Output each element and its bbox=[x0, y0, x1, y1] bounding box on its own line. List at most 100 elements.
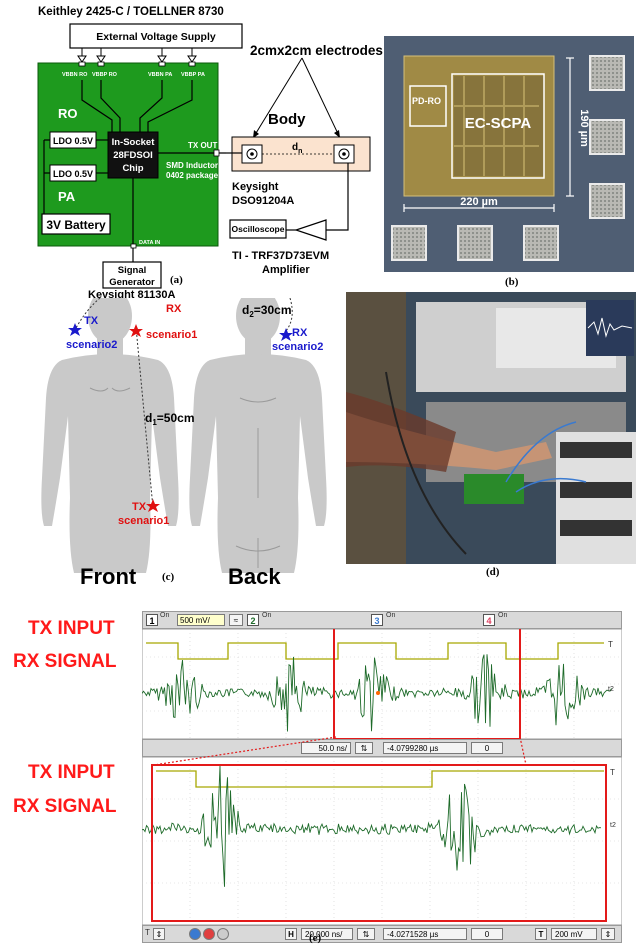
tx-input-trace-bottom bbox=[156, 770, 604, 788]
channel-2-button[interactable]: 2 bbox=[247, 614, 259, 626]
panel-b-caption: (b) bbox=[505, 276, 519, 288]
trigger-t-button[interactable]: T bbox=[535, 928, 547, 940]
record-red-icon[interactable] bbox=[203, 928, 215, 940]
pin-vbbn-ro: VBBN RO bbox=[62, 72, 88, 78]
bottom-delay-field[interactable]: -4.0271528 µs bbox=[383, 928, 467, 940]
oscilloscope-box bbox=[229, 219, 287, 239]
inductor-line-2: 0402 package bbox=[166, 171, 219, 180]
ec-scpa-highlight bbox=[451, 73, 545, 179]
data-in-label: DATA IN bbox=[139, 240, 160, 246]
bottom-timebase-stepper[interactable]: ⇅ bbox=[357, 928, 375, 940]
electrodes-label: 2cmx2cm electrodes bbox=[250, 43, 383, 58]
pd-ro-label: PD-RO bbox=[412, 96, 441, 106]
panel-d-caption: (d) bbox=[486, 566, 500, 578]
zoom-region-box bbox=[333, 629, 521, 739]
inductor-line-1: SMD Inductor bbox=[166, 161, 218, 170]
bottom-timebase-field[interactable]: 20.000 ns/ bbox=[301, 928, 353, 940]
scope-model-line-1: Keysight bbox=[232, 181, 279, 193]
rx-front-label: RX bbox=[166, 303, 182, 315]
tx-input-label-bottom: TX INPUT bbox=[28, 762, 115, 783]
tx-wrist-label: TX bbox=[132, 501, 147, 513]
d1-label: d1=50cm bbox=[145, 411, 195, 427]
run-stop-icon[interactable]: ⇕ bbox=[153, 928, 165, 940]
battery-label: 3V Battery bbox=[46, 218, 106, 232]
trigger-level-field[interactable]: 200 mV bbox=[551, 928, 597, 940]
scope-bottom-toolbar: T ⇕ H 20.000 ns/ ⇅ -4.0271528 µs 0 T 200… bbox=[142, 925, 622, 943]
amplifier-triangle bbox=[294, 219, 327, 241]
record-icon[interactable] bbox=[189, 928, 201, 940]
bond-pad bbox=[523, 225, 559, 261]
tx-out-label: TX OUT bbox=[188, 141, 217, 150]
rx-star-back bbox=[279, 328, 293, 341]
channel-1-button[interactable]: 1 bbox=[146, 614, 158, 626]
scope-screen bbox=[586, 300, 634, 356]
bond-pad bbox=[589, 55, 625, 91]
pcb-photo bbox=[464, 474, 524, 504]
channel-3-button[interactable]: 3 bbox=[371, 614, 383, 626]
timebase-field[interactable]: 50.0 ns/ bbox=[301, 742, 351, 754]
position-control[interactable]: 0 bbox=[471, 742, 503, 754]
signal-gen-line-2: Generator bbox=[109, 277, 155, 288]
signal-gen-line-1: Signal bbox=[118, 265, 147, 276]
supply-model-label: Keithley 2425-C / TOELLNER 8730 bbox=[38, 6, 224, 18]
body-label: Body bbox=[268, 111, 306, 128]
channel-4-button[interactable]: 4 bbox=[483, 614, 495, 626]
rx-back-label: RX bbox=[292, 327, 308, 339]
pin-vbbp-ro: VBBP RO bbox=[92, 72, 118, 78]
amp-line-1: TI - TRF37D73EVM bbox=[232, 250, 329, 262]
scope-timebase-toolbar: 50.0 ns/ ⇅ -4.0799280 µs 0 bbox=[142, 739, 622, 757]
external-supply-box bbox=[69, 23, 243, 49]
timebase-stepper[interactable]: ⇅ bbox=[355, 742, 373, 754]
bond-pad bbox=[391, 225, 427, 261]
tx-star-front bbox=[68, 323, 82, 336]
bond-pad bbox=[589, 183, 625, 219]
channel-1-scale[interactable]: 500 mV/ bbox=[177, 614, 225, 626]
battery-box bbox=[41, 213, 111, 235]
trigger-stepper[interactable]: ⇕ bbox=[601, 928, 615, 940]
scope-bottom-waveform: T t2 bbox=[142, 757, 622, 925]
bond-pad bbox=[589, 119, 625, 155]
bottom-position-zero: 0 bbox=[484, 930, 490, 939]
dim-height-label: 190 µm bbox=[578, 109, 590, 147]
rx-star-front bbox=[129, 324, 143, 337]
channel-1-on-label: On bbox=[160, 612, 170, 619]
scope-model-line-2: DSO91204A bbox=[232, 195, 294, 207]
record-gray-icon[interactable] bbox=[217, 928, 229, 940]
external-supply-label: External Voltage Supply bbox=[96, 31, 216, 43]
scope-channel-toolbar: 1 On 500 mV/ ≈ 2 On 3 On 4 On bbox=[142, 611, 622, 629]
channel-2-on-label: On bbox=[262, 612, 272, 619]
bond-pad bbox=[457, 225, 493, 261]
panel-c-caption: (c) bbox=[162, 571, 175, 583]
channel-3-on-label: On bbox=[386, 612, 396, 619]
pa-label: PA bbox=[58, 189, 76, 204]
position-zero: 0 bbox=[484, 744, 490, 753]
ldo-1-label: LDO 0.5V bbox=[53, 136, 93, 146]
ec-scpa-label: EC-SCPA bbox=[465, 115, 532, 132]
ldo-2-label: LDO 0.5V bbox=[53, 169, 93, 179]
zoom-detail-box bbox=[151, 764, 607, 922]
tx-input-trace-top bbox=[146, 642, 604, 660]
chip-line-1: In-Socket bbox=[112, 137, 156, 148]
svg-text:T: T bbox=[610, 768, 615, 777]
chip-line-2: 28FDSOI bbox=[113, 150, 153, 161]
pin-vbbn-pa: VBBN PA bbox=[148, 72, 172, 78]
delay-field[interactable]: -4.0799280 µs bbox=[383, 742, 467, 754]
bottom-position-control[interactable]: 0 bbox=[471, 928, 503, 940]
d2-label: d2=30cm bbox=[242, 303, 292, 319]
svg-text:t2: t2 bbox=[608, 686, 614, 693]
chip-line-3: Chip bbox=[122, 163, 143, 174]
panel-a-block-diagram: Keithley 2425-C / TOELLNER 8730 External… bbox=[37, 6, 383, 300]
channel-4-on-label: On bbox=[498, 612, 508, 619]
panel-b-micrograph: PD-RO EC-SCPA 190 µm 220 µm bbox=[384, 36, 634, 272]
pd-ro-highlight bbox=[409, 85, 447, 127]
panel-e-caption: (e) bbox=[309, 932, 322, 944]
rx-signal-trace-top bbox=[142, 654, 612, 732]
panel-d-lab-photo bbox=[346, 292, 636, 564]
scenario1-rx-label: scenario1 bbox=[146, 329, 197, 341]
h-button[interactable]: H bbox=[285, 928, 297, 940]
panel-a-caption: (a) bbox=[170, 274, 183, 286]
channel-1-menu-icon[interactable]: ≈ bbox=[229, 614, 243, 626]
signal-generator-box bbox=[102, 261, 162, 289]
signal-gen-model: Keysight 81130A bbox=[88, 289, 175, 300]
t-side-label: T bbox=[145, 928, 150, 937]
